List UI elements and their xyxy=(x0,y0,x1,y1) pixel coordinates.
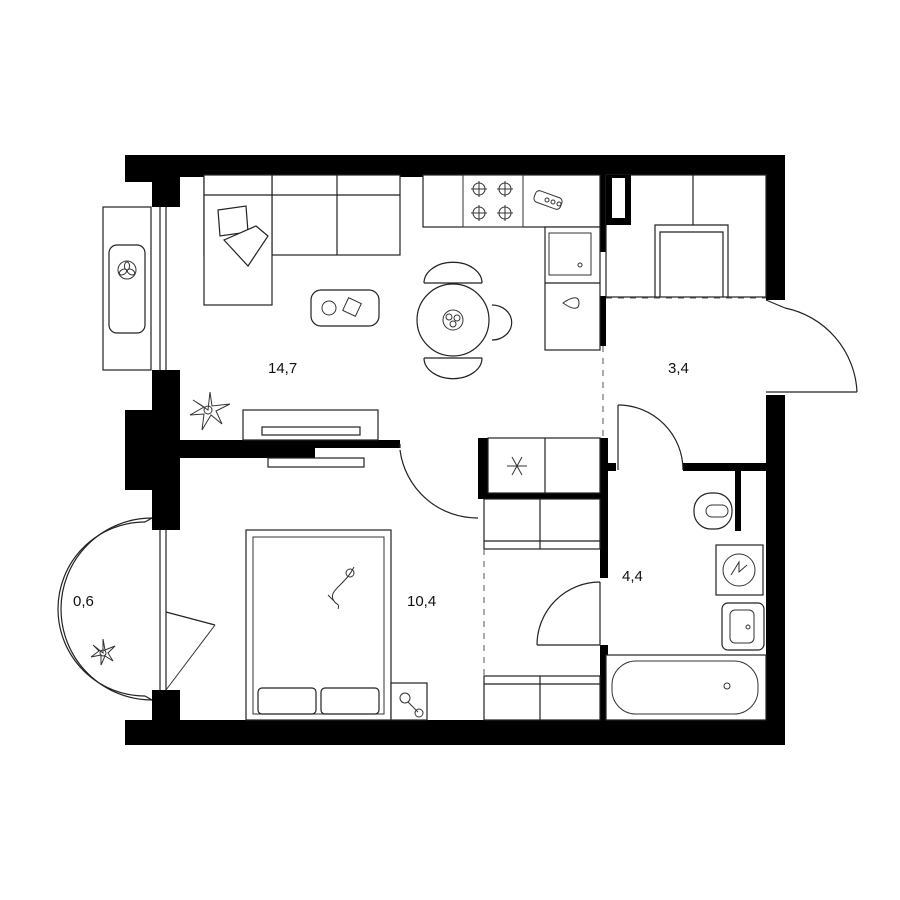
cutting-board-icon xyxy=(533,190,563,210)
wardrobe-bedroom-top xyxy=(483,498,601,550)
toilet-icon xyxy=(693,492,733,530)
chair-icon xyxy=(491,304,513,341)
coffee-table xyxy=(310,289,380,327)
pillow-icon xyxy=(217,205,269,267)
snowflake-icon xyxy=(507,456,527,476)
bathroom-door[interactable] xyxy=(617,404,684,471)
plant-living xyxy=(189,391,231,431)
hallway-area: 3,4 xyxy=(668,360,689,377)
dining-table xyxy=(416,261,513,380)
nightstand xyxy=(390,682,428,721)
living-kitchen-area: 14,7 xyxy=(268,360,297,377)
bedroom-door[interactable] xyxy=(399,444,479,519)
window-living xyxy=(159,207,167,370)
dishwasher-icon xyxy=(562,297,580,309)
sink-icon xyxy=(548,232,592,276)
wardrobe-bedroom-bottom xyxy=(483,675,601,721)
chair-icon xyxy=(423,261,483,284)
washbasin-icon xyxy=(721,602,765,651)
fridge xyxy=(487,437,601,494)
kitchen-counter xyxy=(422,174,601,351)
plant-icon xyxy=(90,638,116,666)
tv-bedroom xyxy=(267,457,365,468)
cat-icon xyxy=(327,566,355,610)
bathroom-area: 4,4 xyxy=(622,568,643,585)
fan-icon xyxy=(117,260,137,280)
tv-stand xyxy=(242,409,379,441)
bedroom-area: 10,4 xyxy=(407,593,436,610)
stove-icon xyxy=(462,174,524,228)
chair-icon xyxy=(423,357,483,380)
outer-walls xyxy=(125,155,785,745)
sofa xyxy=(203,174,401,306)
bathroom-inner-door[interactable] xyxy=(536,581,601,646)
window-bedroom xyxy=(159,530,167,690)
ac-unit xyxy=(102,206,152,371)
balcony xyxy=(57,517,216,701)
bathtub-icon xyxy=(605,654,767,721)
interior-walls xyxy=(180,296,766,725)
wardrobe-hall xyxy=(605,174,767,298)
entrance-door[interactable] xyxy=(765,299,858,393)
water-heater-icon xyxy=(715,544,764,596)
balcony-area: 0,6 xyxy=(73,593,94,610)
bed xyxy=(245,529,392,721)
